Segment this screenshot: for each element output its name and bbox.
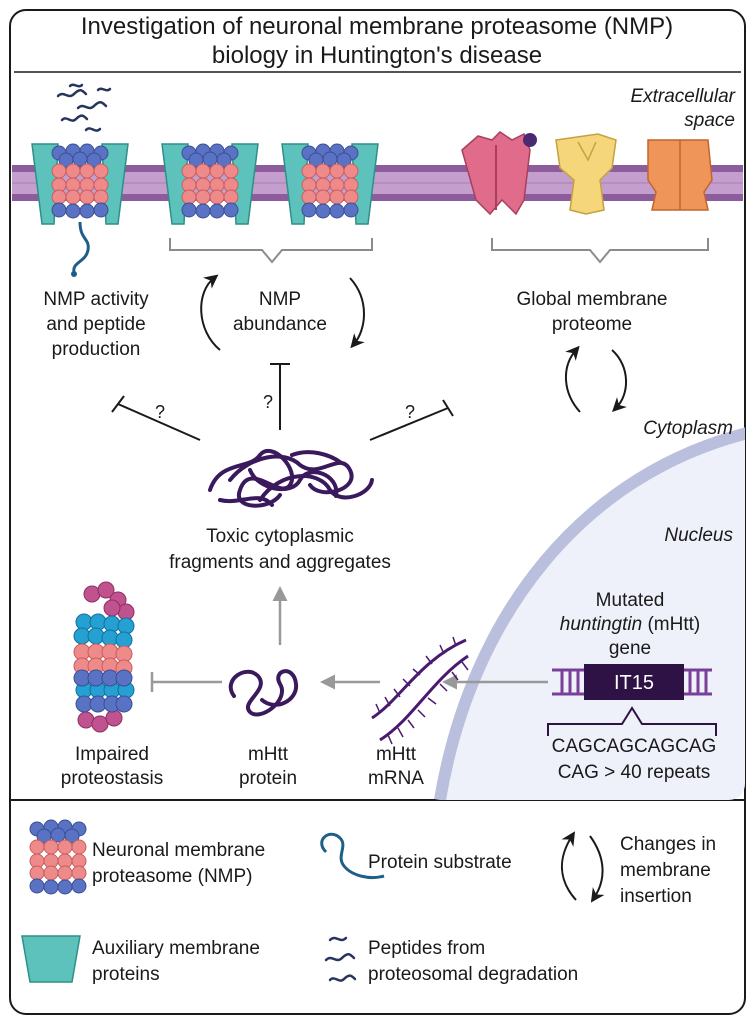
nmp-abundance-label-1: NMP	[259, 289, 301, 310]
impaired-label-2: proteostasis	[61, 768, 163, 789]
mrna-icon	[371, 636, 469, 745]
gene-label: gene	[609, 638, 651, 659]
nmp-activity-label-2: and peptide	[46, 314, 145, 335]
nmp-bracket	[169, 238, 373, 264]
gene-dna	[552, 664, 712, 700]
membrane-protein-pink	[461, 131, 537, 216]
legend-changes-label-1: Changes in	[620, 834, 716, 855]
gene-box-label: IT15	[614, 672, 654, 694]
question-mark-right: ?	[405, 402, 415, 422]
mrna-label-2: mRNA	[368, 768, 424, 789]
membrane-bracket	[491, 238, 709, 264]
legend-changes-label-3: insertion	[620, 886, 692, 907]
arrow-up-left	[200, 274, 221, 351]
nmp-activity-label-3: production	[52, 339, 141, 360]
mutated-label: Mutated	[596, 590, 665, 611]
mhtt-protein-icon	[228, 669, 299, 717]
cytoplasm-label: Cytoplasm	[643, 418, 733, 439]
question-mark-center: ?	[263, 392, 273, 412]
inhibition-lines	[111, 363, 454, 441]
nmp-complex-2	[162, 144, 258, 224]
legend-changes-arrow-up	[560, 831, 577, 901]
substrate-end	[71, 271, 77, 277]
legend-peptides-label-2: proteosomal degradation	[368, 964, 578, 985]
legend-changes-label-2: membrane	[620, 860, 711, 881]
membrane-protein-yellow	[555, 133, 617, 215]
cag-repeats: CAG > 40 repeats	[558, 762, 711, 783]
cag-sequence: CAGCAGCAGCAG	[552, 736, 717, 757]
question-mark-left: ?	[155, 402, 165, 422]
legend-nmp-icon	[29, 819, 87, 895]
legend-auxiliary-label-1: Auxiliary membrane	[92, 938, 260, 959]
impaired-label-1: Impaired	[75, 744, 149, 765]
legend-peptides-icon	[324, 936, 357, 982]
membrane-arrow-down	[611, 349, 628, 412]
membrane-protein-orange	[647, 139, 713, 211]
legend-substrate-icon	[320, 832, 385, 880]
nmp-complex-1	[32, 144, 128, 224]
title-line-2: biology in Huntington's disease	[212, 42, 542, 69]
legend-substrate-label: Protein substrate	[368, 852, 512, 873]
legend-changes-arrow-down	[589, 835, 605, 903]
title-line-1: Investigation of neuronal membrane prote…	[81, 13, 673, 40]
global-membrane-label-2: proteome	[552, 314, 632, 335]
extracellular-label-2: space	[684, 110, 735, 131]
extracellular-label: Extracellular	[630, 86, 735, 107]
toxic-label-2: fragments and aggregates	[169, 552, 391, 573]
nmp-activity-label-1: NMP activity	[43, 289, 149, 310]
nmp-complex-3	[282, 144, 378, 224]
legend-nmp-label-1: Neuronal membrane	[92, 840, 265, 861]
legend-auxiliary-label-2: proteins	[92, 964, 160, 985]
protein-label-1: mHtt	[248, 744, 289, 765]
protein-substrate-icon	[72, 221, 90, 273]
legend-peptides-label-1: Peptides from	[368, 938, 485, 959]
impaired-proteasome-icon	[73, 581, 135, 733]
aggregate-icon	[208, 449, 374, 508]
legend-nmp-label-2: proteasome (NMP)	[92, 866, 253, 887]
toxic-label-1: Toxic cytoplasmic	[206, 526, 354, 547]
arrow-down-right	[349, 277, 365, 349]
nmp-abundance-label-2: abundance	[233, 314, 327, 335]
membrane-arrow-up	[564, 345, 581, 413]
huntingtin-label: huntingtin (mHtt)	[560, 614, 700, 635]
nucleus-label: Nucleus	[664, 525, 733, 546]
protein-label-2: protein	[239, 768, 297, 789]
mrna-label-1: mHtt	[376, 744, 417, 765]
nucleus-region	[434, 424, 745, 800]
global-membrane-label-1: Global membrane	[516, 289, 667, 310]
peptides-icon	[56, 83, 112, 132]
cag-bracket	[547, 706, 717, 736]
legend-auxiliary-icon	[21, 935, 81, 983]
flow-arrows	[150, 586, 548, 692]
